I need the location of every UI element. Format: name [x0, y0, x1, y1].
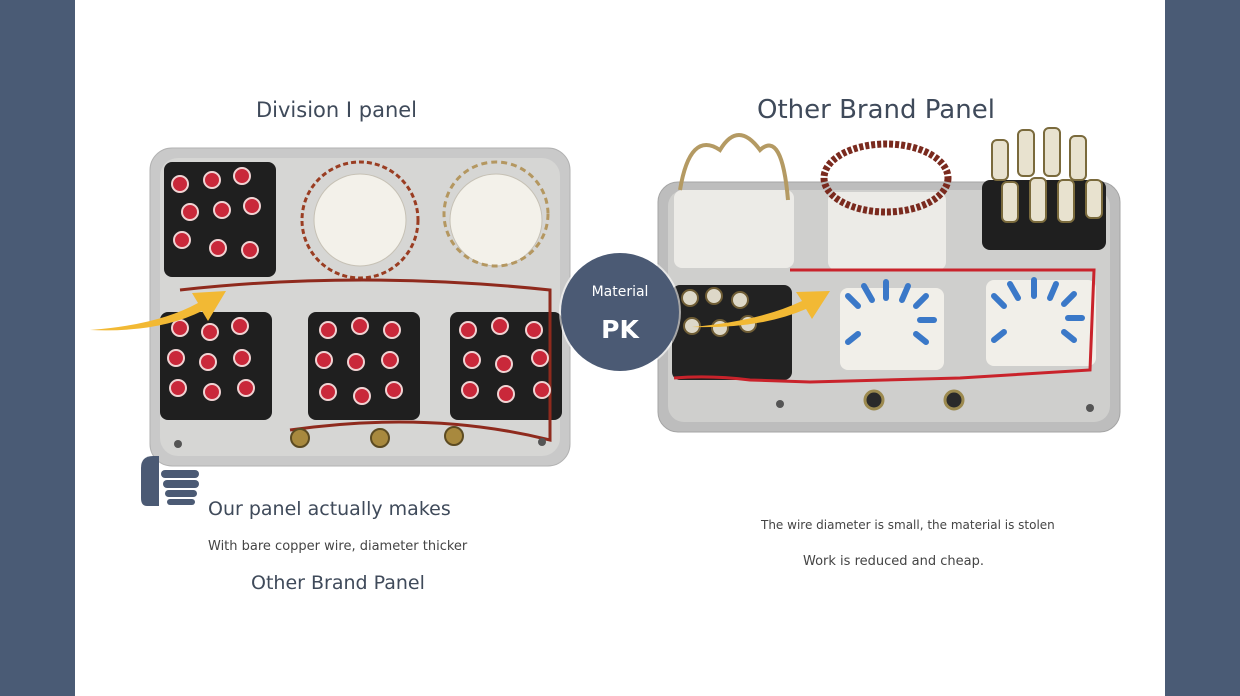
badge-label: Material — [591, 284, 649, 300]
right-note-2: Work is reduced and cheap. — [803, 554, 984, 569]
right-board-photo — [657, 127, 1121, 433]
right-arrow-icon — [692, 291, 830, 328]
left-caption-text: With bare copper wire, diameter thicker — [208, 539, 468, 554]
material-pk-badge: Material PK — [561, 253, 679, 371]
badge-pk: PK — [601, 315, 639, 344]
right-panel-title: Other Brand Panel — [757, 95, 995, 125]
left-caption-footer: Other Brand Panel — [251, 572, 425, 594]
left-panel-title: Division I panel — [256, 98, 418, 122]
left-caption-heading: Our panel actually makes — [208, 498, 451, 520]
left-board-photo — [149, 147, 571, 467]
right-note-1: The wire diameter is small, the material… — [761, 518, 1055, 532]
left-arrow-icon — [90, 291, 226, 331]
thumbs-up-hand-icon — [141, 456, 199, 506]
